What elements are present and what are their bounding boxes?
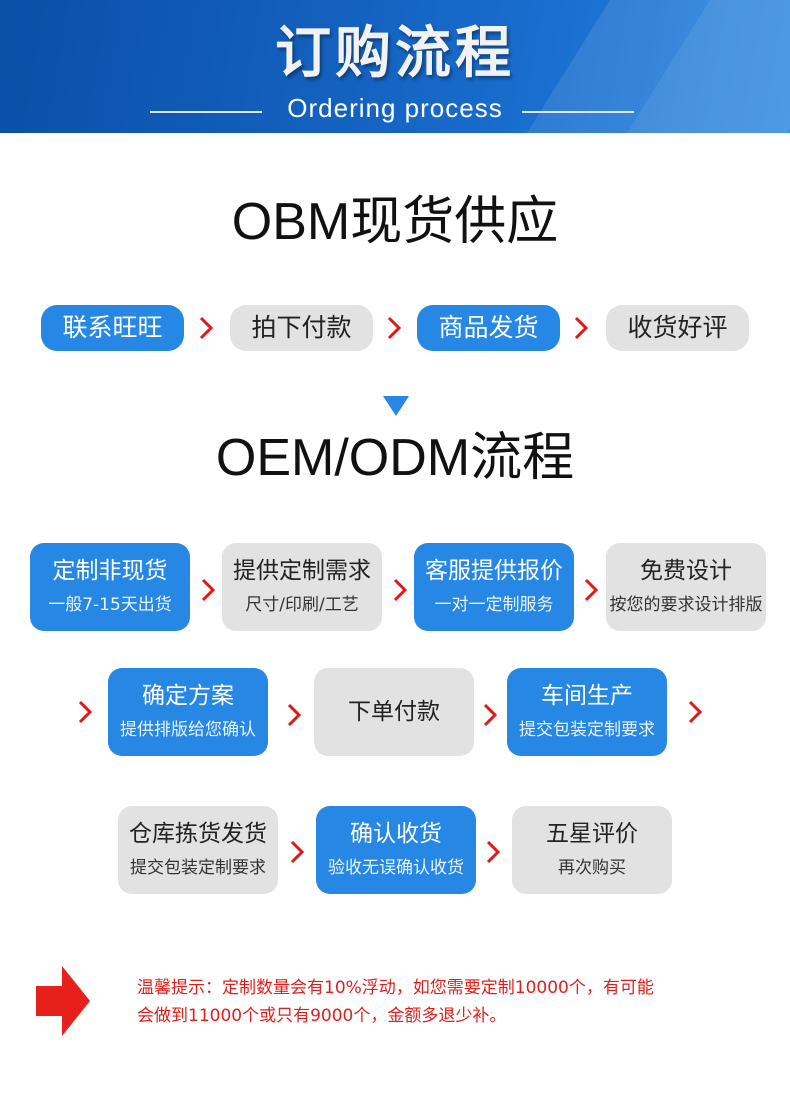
obm-step-pay: 拍下付款 (230, 305, 373, 351)
page-title: 订购流程 (275, 21, 515, 86)
oem-step-confirm-plan: 确定方案 提供排版给您确认 (108, 668, 268, 756)
chevron-right-icon (482, 834, 504, 870)
step-subtitle: 再次购买 (558, 858, 626, 878)
oem-step-quote: 客服提供报价 一对一定制服务 (414, 543, 574, 631)
obm-step-review: 收货好评 (606, 305, 749, 351)
obm-section-title: OBM现货供应 (231, 193, 559, 251)
oem-step-custom: 定制非现货 一般7-15天出货 (30, 543, 190, 631)
step-title: 提供定制需求 (233, 558, 371, 584)
chevron-right-icon (570, 310, 592, 346)
oem-step-production: 车间生产 提交包装定制要求 (507, 668, 667, 756)
oem-step-warehouse: 仓库拣货发货 提交包装定制要求 (118, 806, 278, 894)
step-title: 下单付款 (348, 699, 440, 725)
step-title: 定制非现货 (52, 558, 168, 584)
step-title: 五星评价 (546, 821, 638, 847)
step-subtitle: 提交包装定制要求 (519, 720, 655, 740)
page-subtitle: Ordering process (287, 93, 503, 123)
chevron-right-icon (195, 310, 217, 346)
step-subtitle: 按您的要求设计排版 (609, 595, 763, 615)
step-subtitle: 验收无误确认收货 (328, 858, 464, 878)
header-banner: 订购流程 Ordering process (0, 0, 790, 133)
step-subtitle: 一对一定制服务 (434, 595, 554, 615)
obm-step-contact: 联系旺旺 (41, 305, 184, 351)
step-subtitle: 尺寸/印刷/工艺 (245, 595, 359, 615)
notice-line: 会做到11000个或只有9000个，金额多退少补。 (137, 1006, 507, 1026)
step-title: 仓库拣货发货 (129, 821, 267, 847)
oem-step-requirements: 提供定制需求 尺寸/印刷/工艺 (222, 543, 382, 631)
arrow-right-icon (36, 966, 90, 1040)
chevron-right-icon (286, 834, 308, 870)
step-subtitle: 提供排版给您确认 (120, 720, 256, 740)
step-title: 确定方案 (142, 683, 234, 709)
oem-step-order-pay: 下单付款 (314, 668, 474, 756)
obm-step-ship: 商品发货 (417, 305, 560, 351)
chevron-right-icon (684, 694, 706, 730)
notice-text: 温馨提示：定制数量会有10%浮动，如您需要定制10000个，有可能 会做到110… (137, 974, 747, 1030)
chevron-right-icon (197, 572, 219, 608)
step-subtitle: 一般7-15天出货 (48, 595, 172, 615)
oem-step-receive: 确认收货 验收无误确认收货 (316, 806, 476, 894)
divider (522, 111, 634, 113)
triangle-down-icon (383, 396, 409, 420)
oem-step-design: 免费设计 按您的要求设计排版 (606, 543, 766, 631)
step-title: 客服提供报价 (425, 558, 563, 584)
notice-line: 温馨提示：定制数量会有10%浮动，如您需要定制10000个，有可能 (137, 978, 654, 998)
step-title: 确认收货 (350, 821, 442, 847)
oem-section-title: OEM/ODM流程 (215, 429, 575, 487)
step-subtitle: 提交包装定制要求 (130, 858, 266, 878)
oem-step-rating: 五星评价 再次购买 (512, 806, 672, 894)
chevron-right-icon (283, 697, 305, 733)
chevron-right-icon (479, 697, 501, 733)
chevron-right-icon (74, 694, 96, 730)
divider (150, 111, 262, 113)
step-title: 车间生产 (541, 683, 633, 709)
step-title: 免费设计 (640, 558, 732, 584)
chevron-right-icon (389, 572, 411, 608)
chevron-right-icon (580, 572, 602, 608)
chevron-right-icon (383, 310, 405, 346)
